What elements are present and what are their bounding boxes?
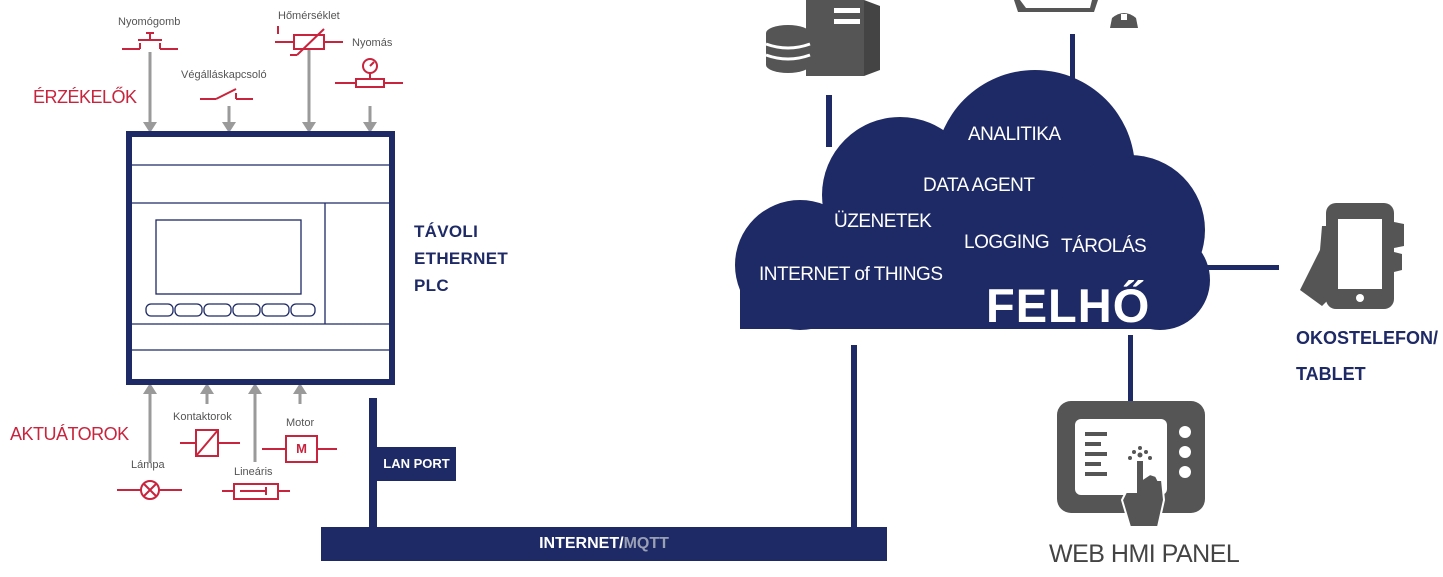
temperature-symbol [275,26,343,56]
lamp-label: Lámpa [131,459,165,471]
plc-label: TÁVOLI ETHERNET PLC [414,218,508,299]
motor-label: Motor [286,417,315,429]
phone-label: OKOSTELEFON/ TABLET [1296,320,1438,392]
contactors-label: Kontaktorok [173,411,232,423]
phone-label-line2: TABLET [1296,364,1366,384]
actuators-title: AKTUÁTOROK [10,424,129,444]
plc-label-line3: PLC [414,276,449,295]
network-lines [321,34,1279,561]
motor-symbol [262,435,337,463]
plc-device [126,131,395,385]
temperature-label: Hőmérséklet [278,10,340,22]
actuator-arrows [143,383,307,462]
lan-port-label: LAN PORT [383,456,450,471]
computer-icon [1014,0,1138,28]
cloud-iot: INTERNET of THINGS [759,264,943,285]
smartphone-icon [1300,203,1404,309]
push-button-label: Nyomógomb [118,16,181,28]
pressure-symbol [335,58,403,88]
pressure-label: Nyomás [352,37,393,49]
server-icon [765,0,880,76]
limit-switch-label: Végálláskapcsoló [181,69,267,81]
plc-label-line2: ETHERNET [414,249,509,268]
push-button-symbol [122,32,178,50]
lan-port-badge [377,447,456,481]
cloud-shape [735,70,1210,330]
internet-bus-label: INTERNET/MQTT [321,527,887,561]
internet-label: INTERNET/ [539,535,624,552]
sensors-title: ÉRZÉKELŐK [33,87,137,107]
hmi-label: WEB HMI PANEL [1049,540,1240,568]
linear-label: Lineáris [234,466,273,478]
sensor-arrows [143,48,377,133]
motor-symbol-letter: M [296,441,307,456]
cloud-uzenetek: ÜZENETEK [834,211,932,232]
linear-actuator-symbol [222,483,290,500]
internet-bus [321,527,887,561]
lamp-symbol [117,480,182,500]
cloud-title: FELHŐ [986,279,1151,332]
plc-label-line1: TÁVOLI [414,222,479,241]
cloud-logging: LOGGING [964,232,1050,253]
mqtt-label: MQTT [623,535,669,552]
phone-label-line1: OKOSTELEFON/ [1296,328,1439,348]
cloud-analitika: ANALITIKA [968,124,1061,145]
cloud-tarolas: TÁROLÁS [1061,236,1147,257]
contactor-symbol [180,429,240,457]
limit-switch-symbol [200,88,253,100]
cloud-data-agent: DATA AGENT [923,175,1035,196]
hmi-panel-icon [1057,401,1205,528]
